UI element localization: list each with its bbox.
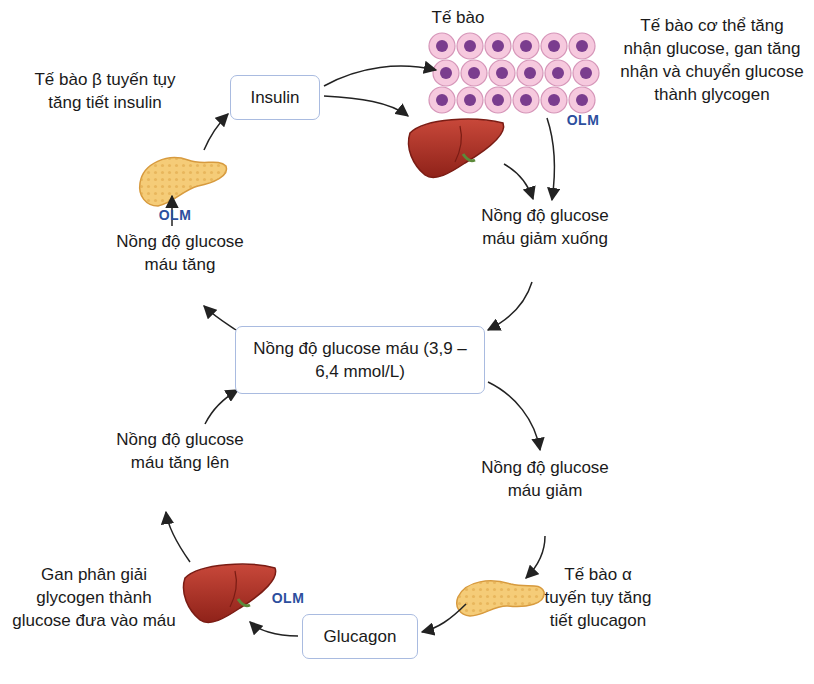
watermark: OLM <box>561 112 605 128</box>
note-text: Nồng độ glucose máu tăng lên <box>115 428 245 474</box>
watermark: OLM <box>153 207 197 223</box>
process-box: Nồng độ glucose máu (3,9 – 6,4 mmol/L) <box>235 326 485 394</box>
pancreas <box>140 158 227 206</box>
note-text: Tế bào <box>408 6 508 29</box>
process-box: Glucagon <box>302 614 418 659</box>
body-cells <box>429 33 599 113</box>
note-text: Tế bào α tuyến tụy tăng tiết glucagon <box>543 563 653 632</box>
box-text: Insulin <box>247 86 303 109</box>
box-text: Glucagon <box>319 625 401 648</box>
note-text: Gan phân giải glycogen thành glucose đưa… <box>10 563 178 632</box>
process-box: Insulin <box>230 75 320 120</box>
box-text: Nồng độ glucose máu (3,9 – 6,4 mmol/L) <box>253 337 468 383</box>
note-text: Nồng độ glucose máu giảm xuống <box>480 204 610 250</box>
pancreas <box>457 581 544 616</box>
note-text: Tế bào β tuyến tụy tăng tiết insulin <box>25 68 185 114</box>
liver <box>183 564 275 622</box>
cycle-arrows <box>166 66 555 636</box>
note-text: Tế bào cơ thể tăng nhận glucose, gan tăn… <box>620 14 804 106</box>
watermark: OLM <box>266 590 310 606</box>
note-text: Nồng độ glucose máu giảm <box>480 456 610 502</box>
note-text: Nồng độ glucose máu tăng <box>115 230 245 276</box>
liver <box>408 119 503 177</box>
